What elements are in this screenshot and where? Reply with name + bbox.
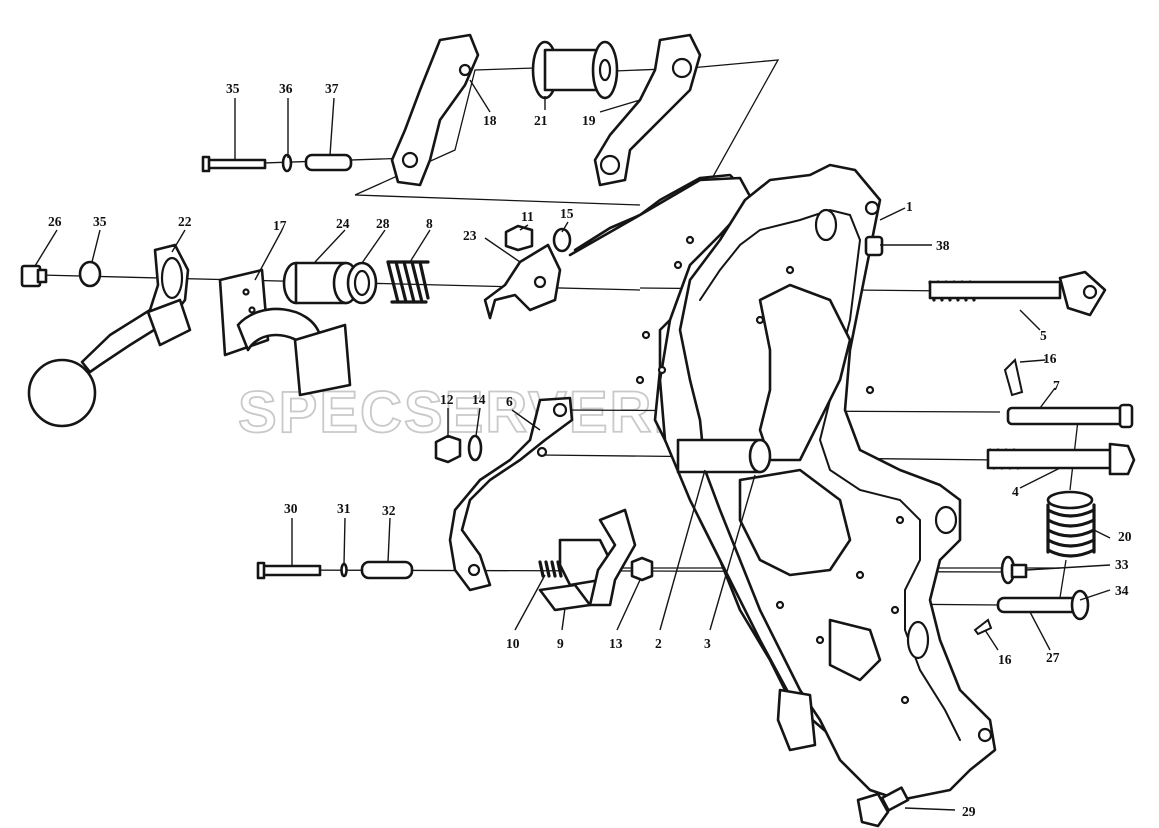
callout-2: 2: [655, 636, 662, 651]
callout-24: 24: [336, 216, 350, 231]
callout-12: 12: [440, 392, 454, 407]
bushing-37: [304, 153, 353, 172]
callout-31: 31: [337, 501, 351, 516]
callout-20: 20: [1118, 529, 1132, 544]
pin-30: [256, 561, 322, 580]
bolt-29: [856, 786, 910, 828]
pedal-arm-22: [27, 243, 192, 428]
callout-5: 5: [1040, 328, 1047, 343]
callout-30: 30: [284, 501, 298, 516]
cotter-pin-16-lower: [973, 618, 993, 636]
spring-8: [386, 260, 430, 304]
bracket-17: [218, 268, 352, 397]
callout-18: 18: [483, 113, 497, 128]
nut-12: [434, 434, 462, 464]
washer-14: [467, 434, 483, 462]
callout-29: 29: [962, 804, 976, 819]
callout-28: 28: [376, 216, 390, 231]
callout-36: 36: [279, 81, 293, 96]
pin-27: [996, 589, 1090, 621]
callout-27: 27: [1046, 650, 1060, 665]
bolt-4: [986, 442, 1136, 476]
pin-5: [928, 270, 1107, 317]
callout-11: 11: [521, 209, 534, 224]
washer-15: [552, 227, 572, 253]
bracket-6: [448, 396, 574, 592]
callout-9: 9: [557, 636, 564, 651]
callout-leaders: [34, 79, 1111, 811]
washer-31: [340, 562, 348, 578]
bracket-plate-3: [678, 163, 997, 802]
callout-17: 17: [273, 218, 287, 233]
callout-14: 14: [472, 392, 486, 407]
callout-35-upper: 35: [226, 81, 240, 96]
callout-16-lower: 16: [998, 652, 1012, 667]
callout-8: 8: [426, 216, 433, 231]
nut-26: [20, 264, 48, 288]
callout-6: 6: [506, 394, 513, 409]
bracket-9: [538, 508, 637, 612]
washer-33: [1000, 555, 1028, 585]
callout-26: 26: [48, 214, 62, 229]
callout-38: 38: [936, 238, 950, 253]
nut-13: [630, 556, 654, 582]
nut-11: [504, 224, 534, 252]
callout-34: 34: [1115, 583, 1129, 598]
cotter-pin-16-upper: [1003, 357, 1024, 397]
callout-22: 22: [178, 214, 192, 229]
bushing-24: [282, 261, 360, 305]
callout-3: 3: [704, 636, 711, 651]
callout-15: 15: [560, 206, 574, 221]
bolt-10: [538, 560, 563, 578]
callout-19: 19: [582, 113, 596, 128]
callout-23: 23: [463, 228, 477, 243]
shaft-cylinder: [676, 438, 772, 474]
callout-13: 13: [609, 636, 623, 651]
spacer-21: [531, 40, 619, 100]
callout-16-upper: 16: [1043, 351, 1057, 366]
lever-23: [483, 243, 562, 320]
pad-38: [864, 235, 884, 257]
callout-labels: 35 36 37 18 21 19 1 38 26 35 22 17 24 28…: [48, 81, 1132, 819]
callout-10: 10: [506, 636, 520, 651]
callout-7: 7: [1053, 378, 1060, 393]
bolt-35-upper: [201, 155, 267, 173]
spring-20: [1046, 490, 1096, 558]
callout-37: 37: [325, 81, 339, 96]
callout-32: 32: [382, 503, 396, 518]
callout-1: 1: [906, 199, 913, 214]
washer-36: [281, 153, 293, 173]
callout-4: 4: [1012, 484, 1019, 499]
pin-7: [1006, 403, 1134, 429]
bushing-32: [360, 560, 414, 580]
callout-21: 21: [534, 113, 548, 128]
callout-33: 33: [1115, 557, 1129, 572]
bracket-plate-lower-lip: [776, 618, 882, 752]
callout-35-left: 35: [93, 214, 107, 229]
washer-35: [78, 260, 102, 288]
ring-28: [346, 261, 378, 305]
link-18: [390, 33, 480, 187]
